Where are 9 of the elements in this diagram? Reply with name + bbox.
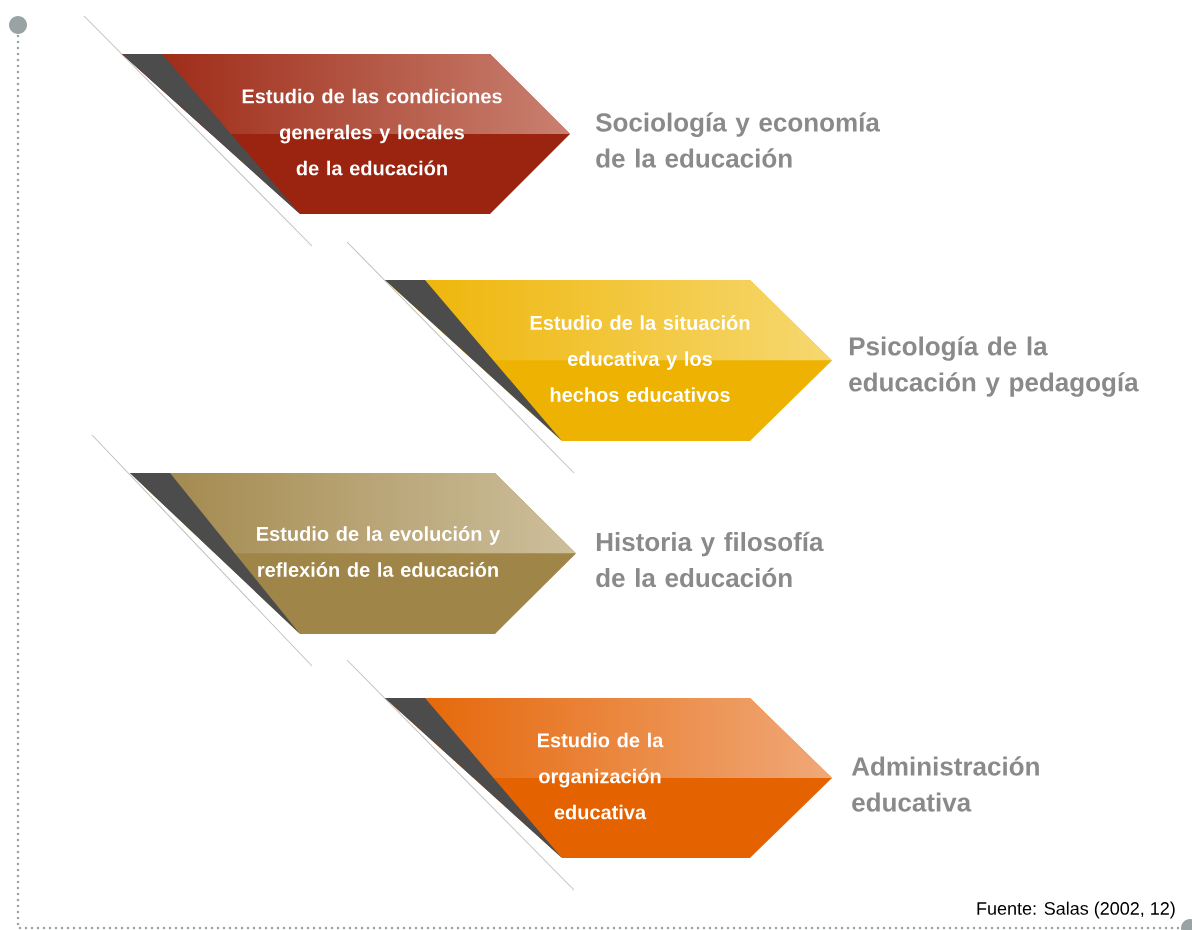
chevron-box: Estudio de la organización educativa xyxy=(385,698,832,858)
chevron-box: Estudio de la situación educativa y los hechos educativos xyxy=(385,280,832,441)
chevron-box: Estudio de la evolución y reflexión de la educación xyxy=(130,473,576,634)
source-note: Fuente: Salas (2002, 12) xyxy=(977,901,1175,919)
side-label: Psicología de la educación y pedagogía xyxy=(849,336,1139,397)
side-label: Administración educativa xyxy=(851,756,1039,812)
side-label: Sociología y economía de la educación xyxy=(595,112,880,168)
chevron-box: Estudio de las condiciones generales y locales de la educación xyxy=(122,54,570,214)
side-label: Historia y filosofía de la educación xyxy=(596,531,824,588)
